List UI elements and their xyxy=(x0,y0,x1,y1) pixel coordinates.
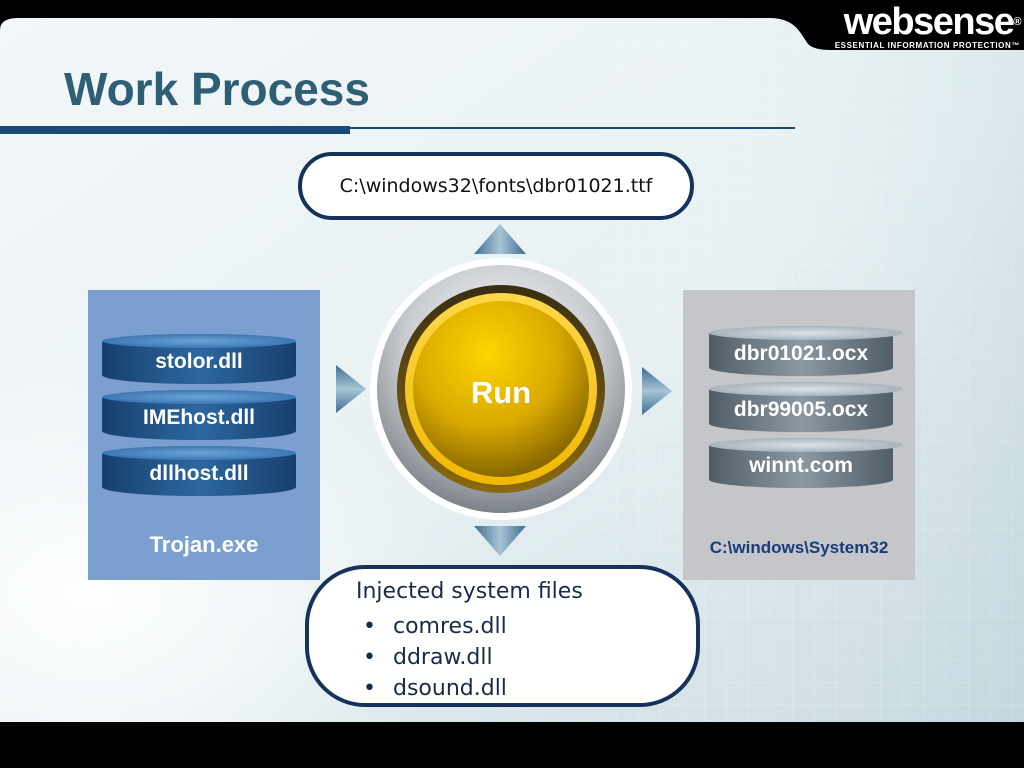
file-label: dbr01021.ocx xyxy=(733,342,869,365)
title-rule-thin xyxy=(0,127,795,129)
file-label: dbr99005.ocx xyxy=(733,398,869,421)
run-circle xyxy=(370,258,632,520)
slide-title: Work Process xyxy=(64,63,370,115)
file-label: IMEhost.dll xyxy=(143,406,255,429)
list-item: ddraw.dll xyxy=(393,642,507,673)
system32-caption: C:\windows\System32 xyxy=(709,538,889,557)
injected-files-list: comres.dll ddraw.dll dsound.dll xyxy=(393,611,507,704)
file-cylinder: IMEhost.dll xyxy=(102,390,296,440)
file-label: stolor.dll xyxy=(155,350,243,373)
arrow-up-icon xyxy=(474,224,526,254)
arrow-down-icon xyxy=(474,526,526,556)
title-rule-thick xyxy=(0,126,350,134)
file-label: winnt.com xyxy=(749,454,853,477)
trojan-caption: Trojan.exe xyxy=(149,532,259,557)
brand-name: websense xyxy=(843,1,1015,43)
trojan-panel: stolor.dll IMEhost.dll dllhost.dll Troja… xyxy=(88,290,320,580)
system32-panel: dbr01021.ocx dbr99005.ocx winnt.com C:\w… xyxy=(683,290,915,580)
file-cylinder: dbr01021.ocx xyxy=(709,326,903,376)
file-cylinder: dllhost.dll xyxy=(102,446,296,496)
file-cylinder: winnt.com xyxy=(709,438,903,488)
file-cylinder: stolor.dll xyxy=(102,334,296,384)
file-cylinder: dbr99005.ocx xyxy=(709,382,903,432)
brand-registered-mark: ® xyxy=(1013,16,1021,28)
arrow-right-icon xyxy=(336,365,366,413)
injected-files-box: Injected system files comres.dll ddraw.d… xyxy=(305,565,700,707)
font-path-text: C:\windows32\fonts\dbr01021.ttf xyxy=(339,175,653,197)
list-item: dsound.dll xyxy=(393,673,507,704)
slide: websense® ESSENTIAL INFORMATION PROTECTI… xyxy=(0,0,1024,722)
arrow-right-icon xyxy=(642,367,672,415)
brand-tagline: ESSENTIAL INFORMATION PROTECTION™ xyxy=(834,41,1020,50)
font-path-box: C:\windows32\fonts\dbr01021.ttf xyxy=(298,152,694,220)
run-label: Run xyxy=(470,375,532,410)
injected-files-title: Injected system files xyxy=(356,579,583,604)
brand-logo: websense® ESSENTIAL INFORMATION PROTECTI… xyxy=(834,1,1022,50)
file-label: dllhost.dll xyxy=(149,462,249,485)
list-item: comres.dll xyxy=(393,611,507,642)
